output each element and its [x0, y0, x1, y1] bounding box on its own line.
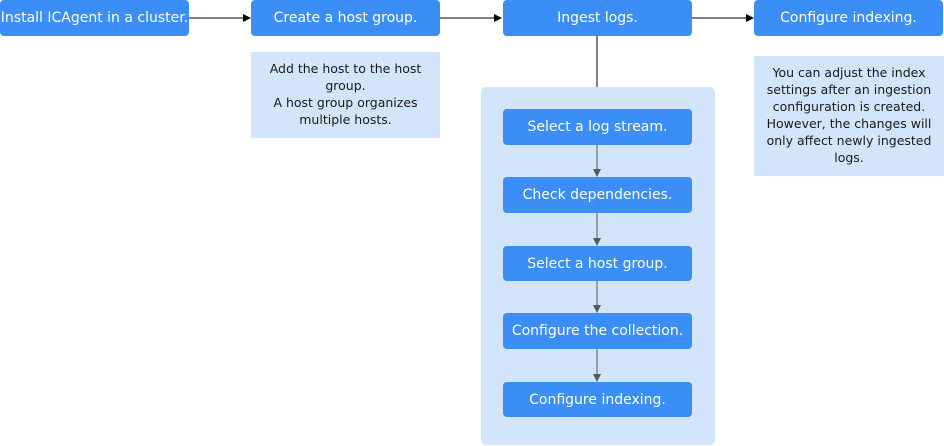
step-install-icagent: Install ICAgent in a cluster.	[0, 0, 189, 36]
indexing-note: You can adjust the index settings after …	[754, 56, 944, 176]
substep-check-dependencies: Check dependencies.	[503, 177, 692, 213]
step-create-host-group: Create a host group.	[251, 0, 440, 36]
substep-select-log-stream: Select a log stream.	[503, 109, 692, 145]
substep-select-host-group: Select a host group.	[503, 246, 692, 281]
substep-configure-collection: Configure the collection.	[503, 313, 692, 349]
host-group-note: Add the host to the host group. A host g…	[251, 52, 440, 138]
indexing-note-text: You can adjust the index settings after …	[766, 65, 932, 165]
step-ingest-logs: Ingest logs.	[503, 0, 692, 36]
host-group-note-line2: A host group organizes multiple hosts.	[273, 95, 418, 127]
step-configure-indexing: Configure indexing.	[754, 0, 943, 36]
host-group-note-line1: Add the host to the host group.	[269, 61, 422, 93]
substep-configure-indexing: Configure indexing.	[503, 382, 692, 417]
